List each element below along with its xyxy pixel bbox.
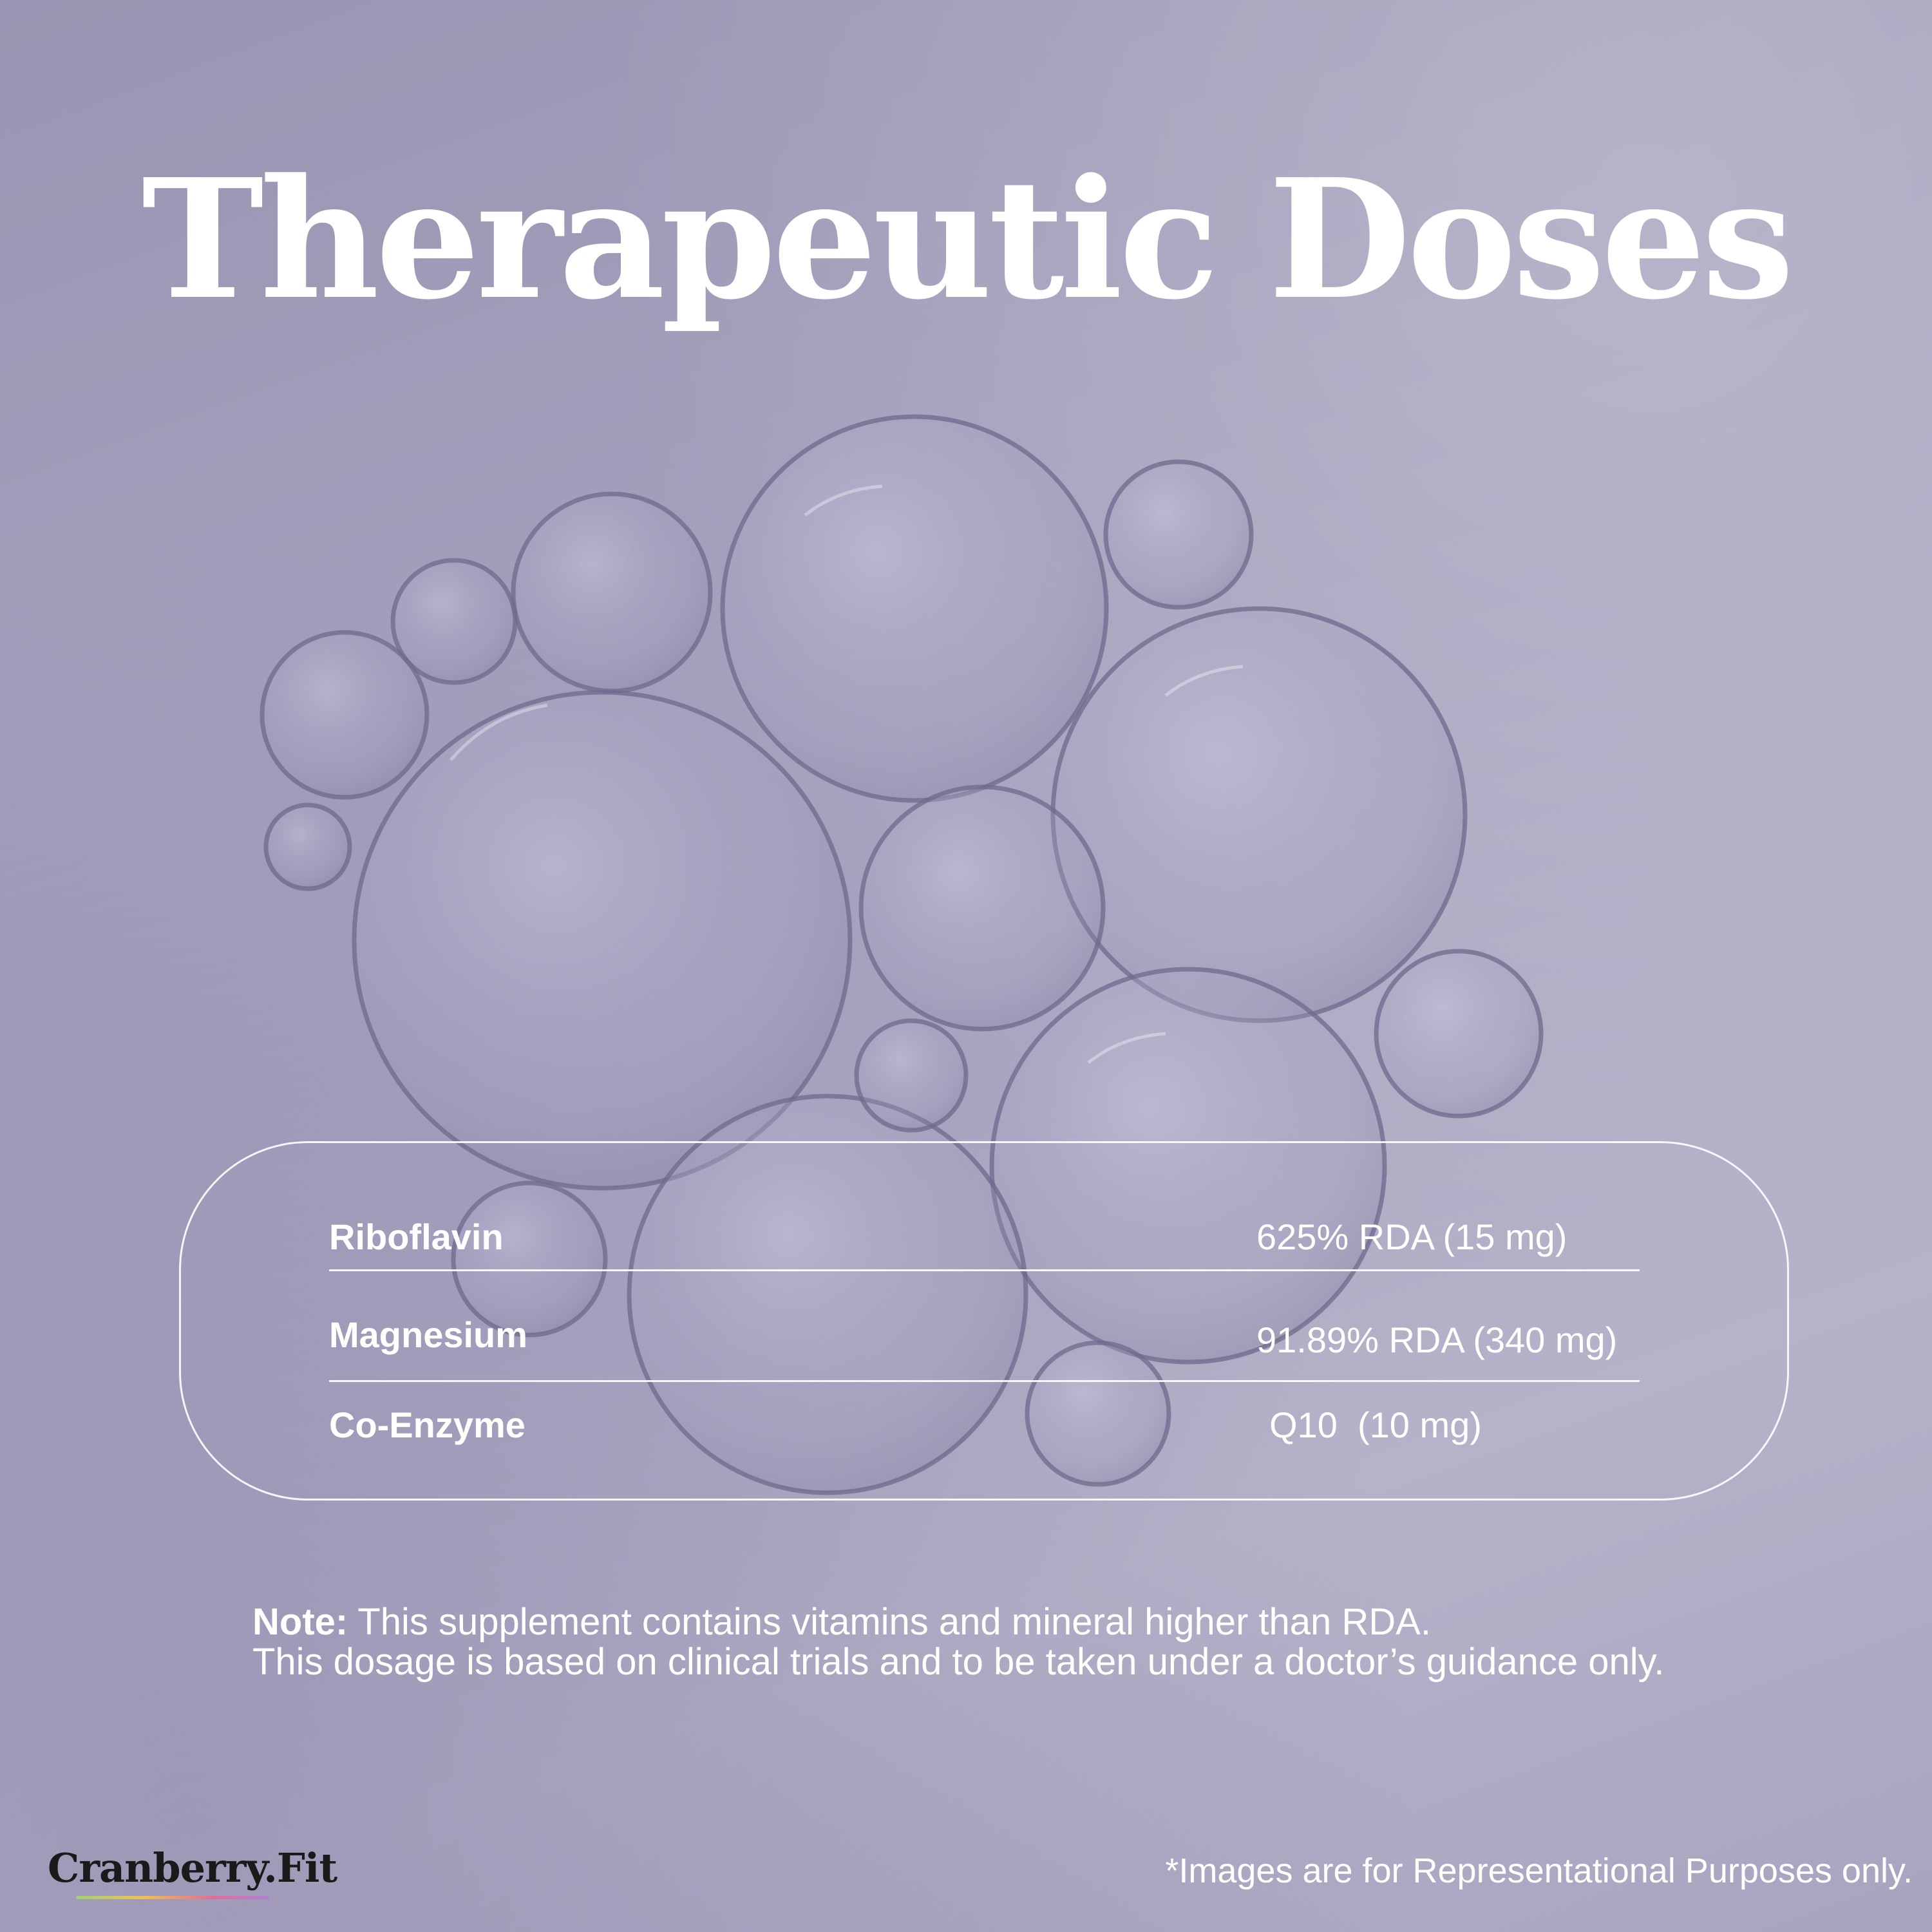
bubble (451, 1180, 608, 1338)
dose-name: Magnesium (329, 1314, 528, 1355)
note-label: Note: (252, 1601, 348, 1643)
bubble (1103, 459, 1254, 610)
note-line-1: Note: This supplement contains vitamins … (252, 1602, 1862, 1642)
bubble (1025, 1340, 1171, 1487)
dose-row: Co-Enzyme Q10 (10 mg) (181, 1407, 1791, 1465)
bubble (511, 491, 713, 694)
bubble (720, 414, 1109, 803)
bubble (260, 630, 430, 800)
dose-name: Co-Enzyme (329, 1405, 526, 1445)
bubble (1374, 949, 1544, 1119)
bubble (390, 558, 518, 685)
bubble (854, 1018, 969, 1133)
page-title: Therapeutic Doses (141, 144, 1794, 336)
brand-logo: Cranberry.Fit (48, 1844, 337, 1891)
bubble (263, 802, 352, 891)
disclaimer-text: *Images are for Representational Purpose… (1165, 1852, 1913, 1890)
dose-row: Magnesium 91.89% RDA (340 mg) (181, 1317, 1791, 1375)
bubble (627, 1094, 1028, 1495)
note-line-2: This dosage is based on clinical trials … (252, 1641, 1665, 1683)
dose-value: Q10 (10 mg) (1269, 1405, 1482, 1445)
dose-panel: Riboflavin 625% RDA (15 mg) Magnesium 91… (179, 1141, 1789, 1501)
dose-divider (329, 1380, 1640, 1382)
note-text: Note: This supplement contains vitamins … (252, 1602, 1862, 1682)
brand-underline (76, 1896, 269, 1899)
dose-row: Riboflavin 625% RDA (15 mg) (181, 1219, 1791, 1277)
note-line-1-text: This supplement contains vitamins and mi… (348, 1601, 1431, 1643)
bubble (1050, 606, 1468, 1023)
dose-divider (329, 1269, 1640, 1271)
dose-value: 625% RDA (15 mg) (1256, 1217, 1567, 1257)
dose-value: 91.89% RDA (340 mg) (1256, 1320, 1618, 1360)
dose-name: Riboflavin (329, 1217, 504, 1257)
bubble (858, 784, 1106, 1032)
bubble (989, 967, 1387, 1365)
